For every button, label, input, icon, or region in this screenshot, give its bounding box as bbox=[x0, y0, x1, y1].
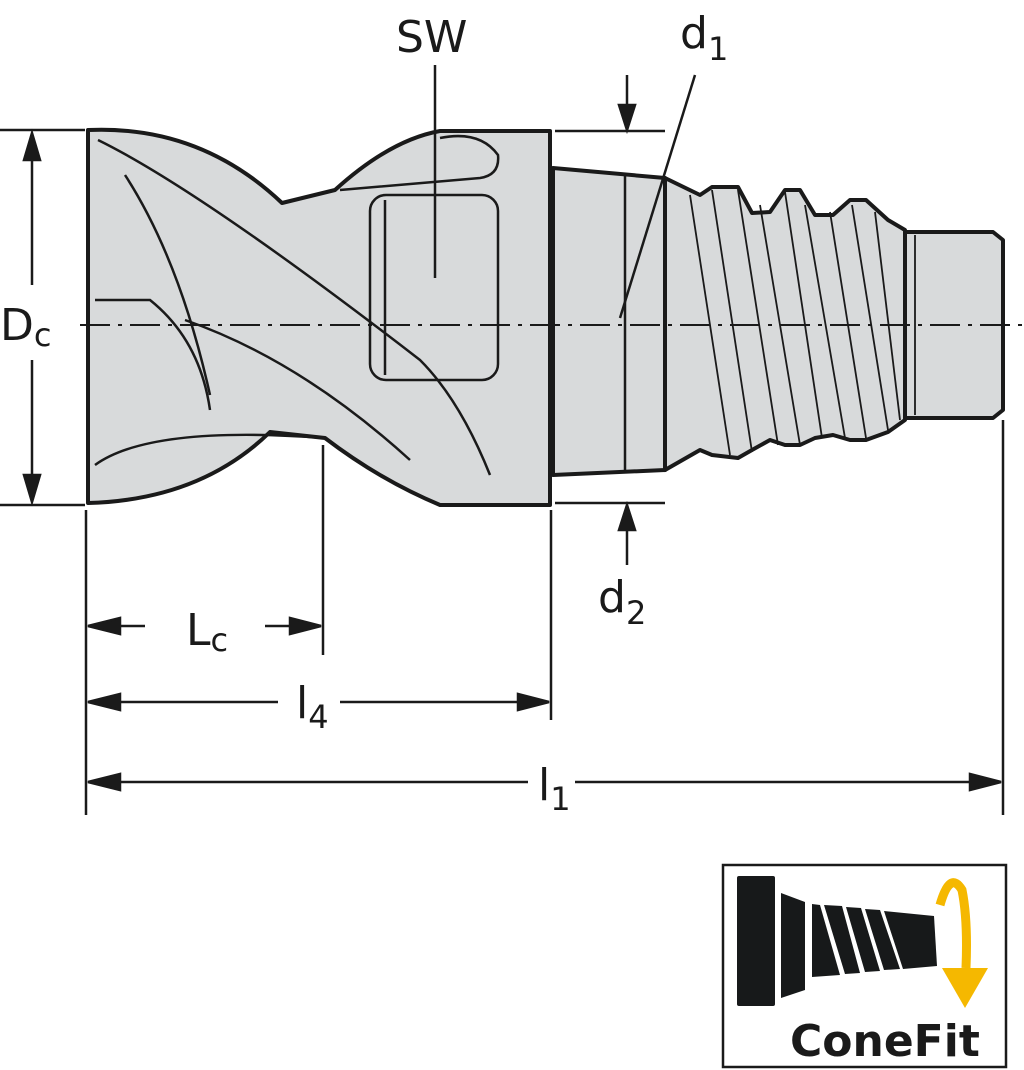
logo-tool-icon bbox=[737, 876, 775, 1006]
label-d2: d2 bbox=[598, 572, 646, 632]
label-l4: l4 bbox=[296, 678, 329, 736]
label-l1: l1 bbox=[538, 760, 571, 818]
label-lc: Lc bbox=[186, 605, 228, 659]
neck bbox=[551, 166, 667, 477]
rotation-arrow-icon bbox=[935, 878, 971, 969]
label-sw: SW bbox=[396, 12, 467, 63]
cutting-head bbox=[86, 127, 552, 507]
label-dc: Dc bbox=[0, 300, 51, 354]
logo-text: ConeFit bbox=[790, 1016, 980, 1067]
label-d1: d1 bbox=[680, 8, 728, 68]
conefit-logo: ConeFit bbox=[721, 863, 1008, 1069]
